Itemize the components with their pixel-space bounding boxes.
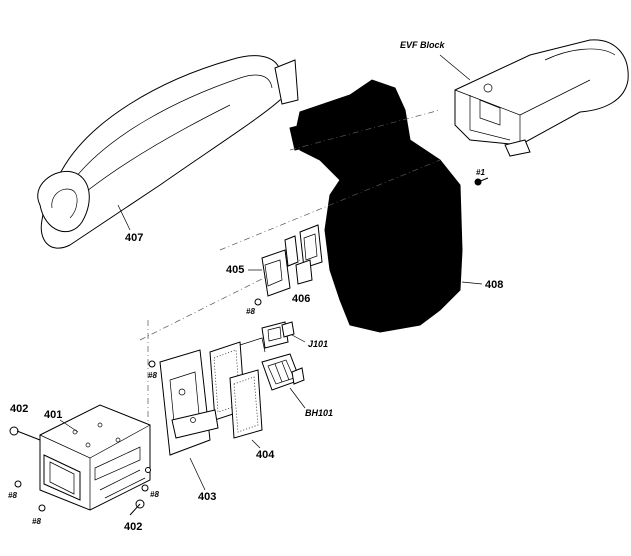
screw-icon (145, 467, 151, 473)
screw-402-icon-bottom (129, 499, 145, 516)
part-label-401: 401 (44, 409, 62, 421)
screw-1-icon (474, 177, 489, 186)
screw-8-icon-d (38, 504, 46, 512)
screw-label-8e: #8 (150, 490, 159, 499)
frame-plate-part-403 (159, 349, 219, 456)
part-label-402-bottom: 402 (124, 521, 142, 533)
cabinet-part-408 (289, 79, 463, 333)
part-label-406: 406 (292, 293, 310, 305)
screw-label-8a: #8 (246, 307, 255, 316)
bracket-part-405 (261, 235, 299, 297)
screw-label-8b: #8 (148, 371, 157, 380)
connector-j101-part (261, 321, 295, 349)
grip-strap-part (37, 55, 299, 249)
evf-block-label: EVF Block (400, 40, 446, 50)
battery-holder-bh101-part (261, 353, 305, 391)
part-label-bh101: BH101 (305, 408, 333, 418)
holder-part-406 (295, 224, 323, 285)
main-housing-part-401 (39, 404, 151, 511)
screw-8-icon-b (148, 360, 156, 368)
screw-8-icon-e (141, 484, 149, 492)
part-label-j101: J101 (308, 339, 328, 349)
part-label-405: 405 (226, 264, 244, 276)
part-label-403: 403 (198, 491, 216, 503)
screw-label-1: #1 (476, 168, 485, 177)
screw-label-8c: #8 (8, 491, 17, 500)
part-label-408: 408 (485, 279, 503, 291)
part-label-402-top: 402 (10, 403, 28, 415)
screw-8-icon-c (14, 480, 22, 488)
part-label-407: 407 (125, 232, 143, 244)
screw-label-8d: #8 (32, 517, 41, 526)
part-label-404: 404 (256, 449, 275, 461)
circuit-board-part-404 (209, 337, 266, 439)
evf-block-part (454, 39, 629, 157)
screw-8-icon-a (254, 298, 262, 306)
screw-402-icon-top (9, 426, 41, 441)
